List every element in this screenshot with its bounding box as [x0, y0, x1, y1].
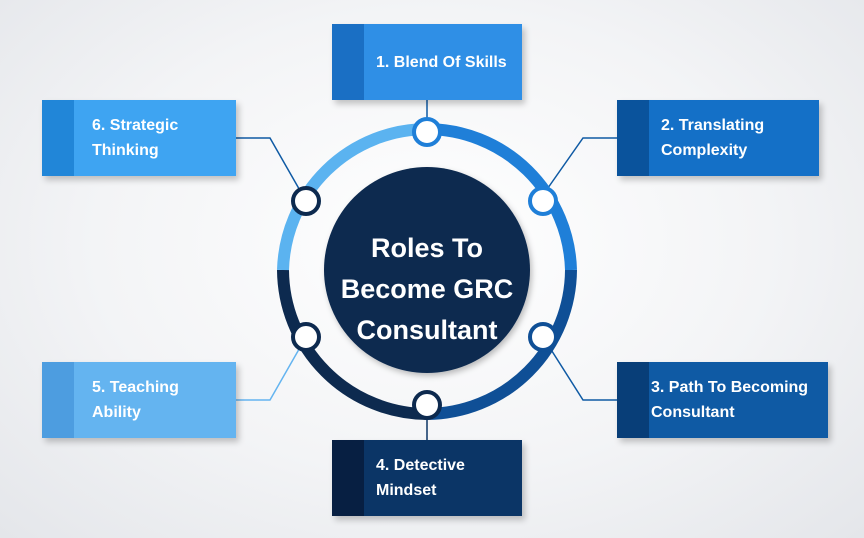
center-title-text: Roles To Become GRC Consultant [340, 232, 514, 345]
node-dot-4 [412, 390, 442, 420]
ring-segment-top-left [277, 123, 428, 271]
node-label: 6. Strategic Thinking [92, 117, 179, 159]
node-box-translating-complexity: 2. Translating Complexity [617, 100, 819, 176]
node-tab [42, 100, 74, 176]
node-box-strategic-thinking: 6. Strategic Thinking [42, 100, 236, 176]
node-label: 5. Teaching Ability [92, 379, 179, 421]
node-dots [291, 117, 558, 420]
node-tab [617, 100, 649, 176]
ring-segment-top-right [426, 123, 577, 271]
node-dot-6 [291, 186, 321, 216]
node-tab [332, 440, 364, 516]
node-dot-1 [412, 117, 442, 147]
node-dot-3 [528, 322, 558, 352]
node-dot-5 [291, 322, 321, 352]
node-tab [42, 362, 74, 438]
center-circle [324, 167, 530, 373]
node-box-blend-of-skills: 1. Blend Of Skills [332, 24, 522, 100]
node-dot-2 [528, 186, 558, 216]
node-box-detective-mindset: 4. Detective Mindset [332, 440, 522, 516]
outer-ring [277, 123, 577, 420]
node-box-path-to-becoming-consultant: 3. Path To Becoming Consultant [617, 362, 828, 438]
node-label: 2. Translating Complexity [661, 117, 765, 159]
node-label: 1. Blend Of Skills [376, 53, 507, 71]
connector-2 [542, 137, 617, 196]
node-label: 3. Path To Becoming Consultant [651, 379, 809, 421]
node-tab [617, 362, 649, 438]
center-title: Roles To Become GRC Consultant [324, 186, 530, 392]
connector-3 [542, 336, 617, 401]
ring-segment-bottom-right [426, 269, 577, 420]
ring-segment-bottom-left [277, 269, 428, 420]
connector-6 [236, 137, 307, 202]
connector-5 [236, 336, 307, 401]
node-tab [332, 24, 364, 100]
node-label: 4. Detective Mindset [376, 457, 465, 499]
node-box-teaching-ability: 5. Teaching Ability [42, 362, 236, 438]
connectors [236, 100, 617, 440]
